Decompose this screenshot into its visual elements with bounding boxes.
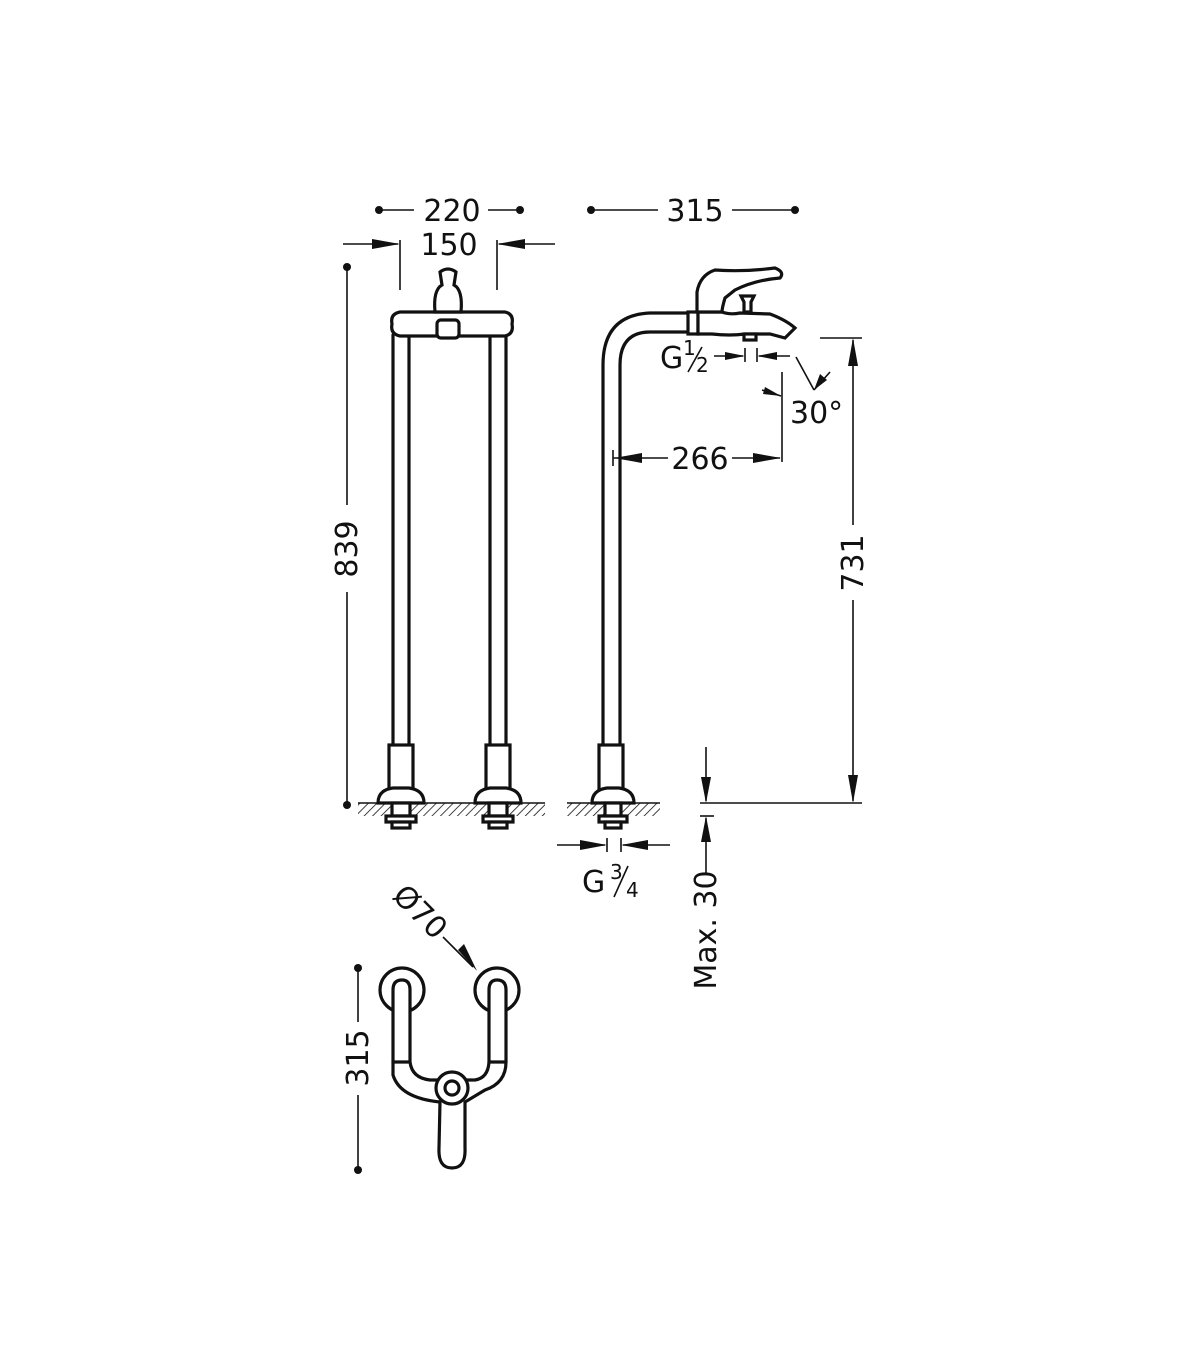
top-view (378, 966, 521, 1170)
thread-denominator: 2 (696, 353, 709, 377)
right-riser-pipe (473, 333, 523, 830)
dimension-220: 220 (375, 194, 524, 229)
thread-g-half: G 1 2 (660, 336, 790, 377)
dimension-266-label: 266 (671, 442, 728, 477)
dimension-150-label: 150 (420, 228, 477, 263)
dimension-731-label: 731 (836, 534, 871, 591)
aerator (435, 318, 461, 340)
dimension-315-plan-label: 315 (341, 1029, 376, 1086)
thread-letter: G (660, 341, 683, 376)
thread-letter: G (582, 865, 605, 900)
side-view (567, 266, 798, 830)
dimension-315-label: 315 (666, 194, 723, 229)
dimension-731: 731 (700, 337, 871, 804)
dimension-max-30: Max. 30 (689, 747, 724, 990)
angle-30-label: 30° (790, 396, 843, 431)
diverter-knob (738, 294, 757, 314)
front-view (358, 267, 545, 830)
thread-g-three-quarter: G 3 4 (557, 838, 670, 902)
floor-hatch (358, 803, 545, 816)
dimension-150: 150 (343, 228, 555, 290)
spout (696, 310, 798, 340)
dimension-315-top: 315 (587, 194, 799, 229)
dimension-315-plan: 315 (341, 964, 376, 1174)
thread-numerator: 3 (610, 860, 623, 884)
lever-handle (433, 267, 463, 314)
dimension-839-label: 839 (330, 520, 365, 577)
dimension-266: 266 (612, 372, 783, 477)
dimension-70-diameter: Ø70 (385, 878, 477, 971)
angle-30: 30° (761, 356, 843, 431)
thread-numerator: 1 (683, 336, 696, 360)
max-30-label: Max. 30 (689, 870, 724, 989)
left-riser-pipe (376, 333, 426, 830)
top-body (391, 978, 508, 1170)
diameter-70-label: Ø70 (385, 878, 453, 946)
lever-handle (695, 266, 784, 314)
dimension-839: 839 (330, 263, 365, 809)
thread-denominator: 4 (626, 878, 639, 902)
dimension-220-label: 220 (423, 194, 480, 229)
